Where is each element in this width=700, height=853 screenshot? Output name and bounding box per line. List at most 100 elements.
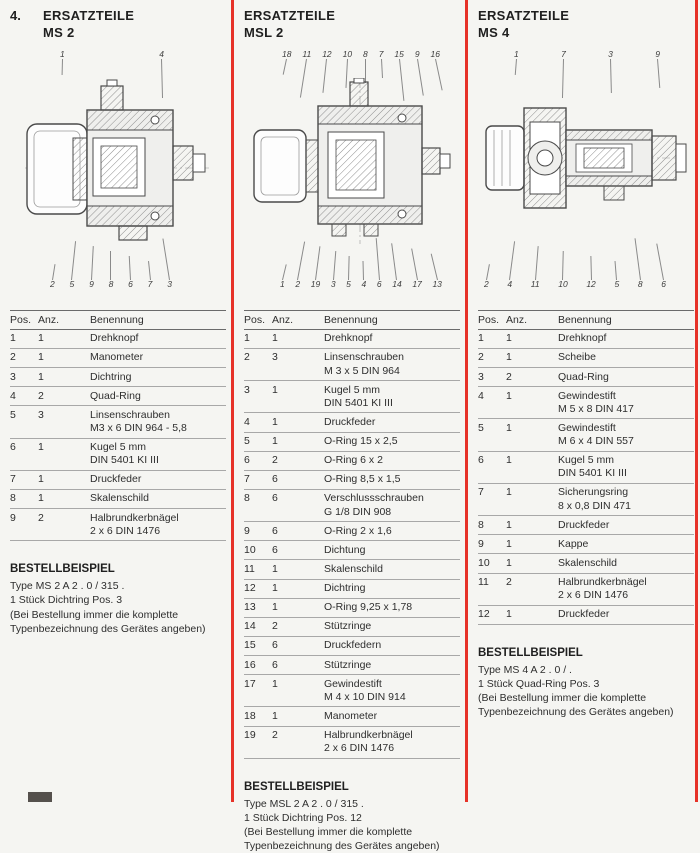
leader-line	[589, 256, 592, 281]
order-example-heading: BESTELLBEISPIEL	[244, 780, 349, 793]
pos-cell: 4	[10, 386, 38, 407]
callout-number: 8	[108, 279, 114, 290]
column-separator-line	[465, 0, 468, 802]
cross-section-drawing	[253, 77, 451, 244]
benennung-cell: O-Ring 15 x 2,5	[324, 432, 460, 452]
order-example-line: (Bei Bestellung immer die komplette	[10, 608, 179, 621]
benennung-cell: Druckfedern	[324, 636, 460, 657]
benennung-cell: Dichtung	[324, 540, 460, 561]
leader-line	[362, 261, 365, 281]
col-header-anz: Anz.	[38, 309, 90, 330]
cross-section-drawing	[484, 107, 687, 209]
order-example-ms4: BESTELLBEISPIEL Type MS 4 A 2 . 0 / . 1 …	[478, 647, 694, 720]
pos-cell: 7	[478, 483, 506, 517]
anz-cell: 1	[272, 674, 324, 708]
benennung-line: O-Ring 6 x 2	[324, 454, 383, 467]
leader-line	[485, 264, 490, 281]
leader-line	[380, 59, 383, 79]
benennung-line: DIN 5401 KI III	[90, 454, 159, 467]
callout-number: 2	[50, 279, 55, 290]
callout-number: 10	[558, 279, 568, 290]
pos-cell: 6	[10, 438, 38, 471]
callout: 8	[363, 49, 368, 84]
callout: 3	[608, 49, 613, 94]
leader-line	[162, 238, 171, 281]
benennung-line: M 6 x 4 DIN 557	[558, 435, 634, 448]
leader-line	[430, 254, 438, 281]
callout: 19	[311, 246, 321, 289]
benennung-line: O-Ring 2 x 1,6	[324, 524, 392, 537]
leader-line	[514, 59, 517, 76]
benennung-line: DIN 5401 KI III	[558, 467, 627, 480]
col-header-pos: Pos.	[244, 309, 272, 330]
pos-cell: 10	[244, 540, 272, 561]
anz-cell: 6	[272, 655, 324, 676]
anz-cell: 6	[272, 470, 324, 490]
order-example-line: 1 Stück Dichtring Pos. 12	[244, 811, 362, 824]
benennung-line: Manometer	[324, 709, 378, 722]
anz-cell: 1	[38, 348, 90, 369]
anz-cell: 1	[38, 470, 90, 490]
callout: 6	[128, 256, 133, 289]
benennung-line: Verschlussschrauben	[324, 492, 424, 505]
callout-number: 13	[432, 279, 442, 290]
callout-number: 18	[282, 48, 292, 59]
callout: 15	[394, 48, 405, 101]
leader-line	[348, 256, 350, 281]
callout-number: 17	[412, 279, 422, 290]
order-example-ms2: BESTELLBEISPIEL Type MS 2 A 2 . 0 / 315 …	[10, 563, 226, 636]
anz-cell: 6	[272, 636, 324, 657]
benennung-cell: Kappe	[558, 534, 694, 555]
benennung-line: Skalenschild	[558, 556, 617, 569]
pos-cell: 6	[478, 451, 506, 484]
callout: 17	[410, 248, 422, 290]
leader-line	[90, 246, 94, 281]
anz-cell: 6	[272, 521, 324, 542]
callout: 4	[159, 49, 164, 99]
order-example-line: Type MSL 2 A 2 . 0 / 315 .	[244, 797, 364, 810]
benennung-line: Kugel 5 mm	[90, 441, 147, 454]
leader-line	[634, 238, 641, 281]
leader-line	[110, 251, 112, 281]
benennung-cell: Skalenschild	[90, 489, 226, 510]
leader-line	[71, 241, 77, 281]
leader-line	[614, 261, 618, 281]
leader-line	[332, 251, 336, 281]
benennung-line: Sicherungsring	[558, 486, 629, 499]
table-header-row: Pos. Anz. Benennung	[10, 309, 226, 330]
order-example-heading: BESTELLBEISPIEL	[10, 563, 115, 576]
callout-number: 15	[394, 48, 404, 59]
order-example-line: Type MS 2 A 2 . 0 / 315 .	[10, 580, 125, 593]
col-header-pos: Pos.	[10, 309, 38, 330]
benennung-line: Gewindestift	[324, 677, 382, 690]
order-example-line: (Bei Bestellung immer die komplette	[244, 826, 413, 839]
pos-cell: 9	[478, 534, 506, 555]
callout: 7	[379, 49, 383, 79]
leader-line	[364, 59, 366, 84]
callout: 3	[331, 251, 336, 289]
anz-cell: 2	[272, 451, 324, 471]
pos-cell: 12	[478, 605, 506, 625]
benennung-line: Druckfeder	[558, 518, 610, 531]
benennung-cell: Skalenschild	[558, 553, 694, 574]
pos-cell: 8	[10, 489, 38, 510]
benennung-line: Quad-Ring	[90, 389, 141, 402]
callout-number: 3	[167, 279, 172, 290]
